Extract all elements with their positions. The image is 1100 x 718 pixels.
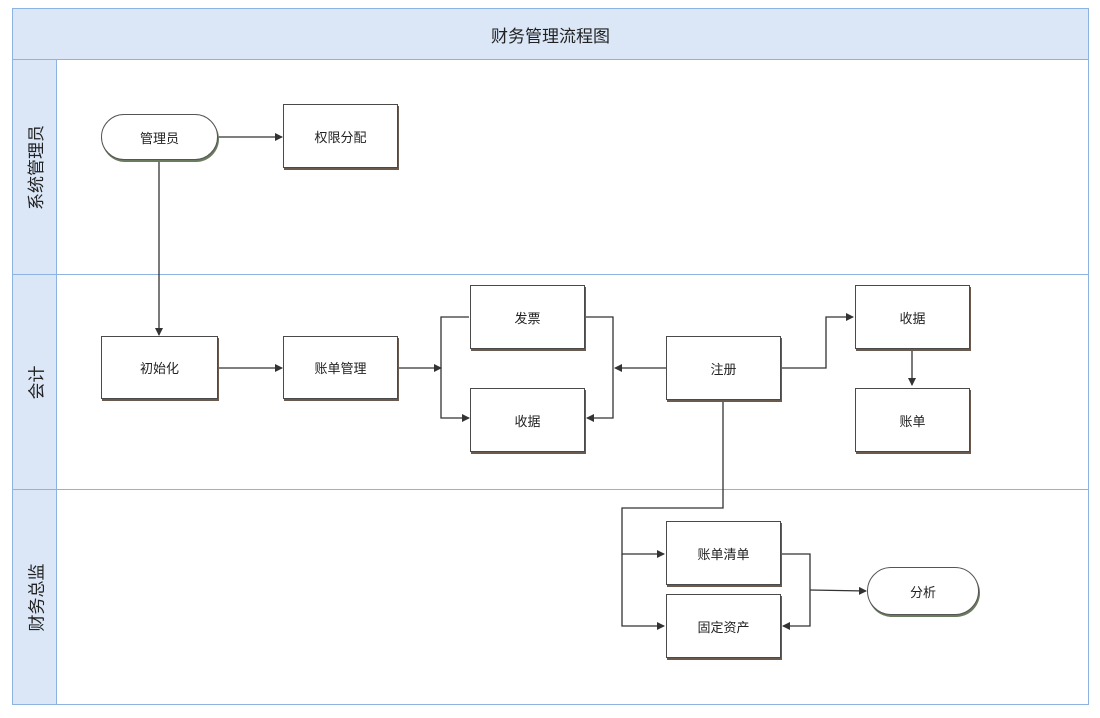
node-register-label: 注册: [710, 362, 737, 378]
node-init-label: 初始化: [139, 362, 179, 377]
edge-invoice-merge: [585, 316, 614, 422]
node-bill-list[interactable]: 账单清单: [666, 521, 781, 585]
node-permission-label: 权限分配: [314, 130, 367, 146]
node-bill-list-label: 账单清单: [697, 547, 750, 563]
lane-separator: [12, 489, 1089, 490]
node-receipt-right[interactable]: 收据: [855, 285, 970, 349]
diagram-title-text: 财务管理流程图: [491, 26, 610, 47]
lane-header-accountant: 会计: [12, 274, 57, 490]
edge-register-receipt: [781, 313, 854, 369]
diagram-title: 财务管理流程图: [12, 8, 1089, 60]
edge-merge-analysis: [809, 586, 867, 595]
node-bill[interactable]: 账单: [855, 388, 970, 452]
node-init[interactable]: 初始化: [101, 336, 218, 399]
node-receipt-right-label: 收据: [899, 311, 926, 327]
node-fixed-assets[interactable]: 固定资产: [666, 594, 781, 658]
lane-header-cfo: 财务总监: [12, 489, 57, 705]
edge-register-cfo: [621, 400, 724, 558]
edge-branch-receipt: [440, 368, 470, 422]
lane-separator: [12, 274, 1089, 275]
node-admin[interactable]: 管理员: [101, 114, 218, 160]
node-register[interactable]: 注册: [666, 336, 781, 400]
node-analysis[interactable]: 分析: [867, 567, 979, 615]
node-invoice-label: 发票: [514, 311, 541, 327]
edge-split-fixedassets: [621, 554, 665, 630]
edge-billlist-merge: [781, 553, 811, 630]
node-admin-label: 管理员: [139, 131, 179, 147]
edge-branch-invoice: [440, 316, 469, 368]
node-bill-label: 账单: [899, 414, 926, 430]
node-fixed-assets-label: 固定资产: [697, 620, 750, 636]
node-bill-manage-label: 账单管理: [314, 362, 367, 377]
node-bill-manage[interactable]: 账单管理: [283, 336, 398, 399]
node-receipt-left-label: 收据: [514, 414, 541, 430]
node-invoice[interactable]: 发票: [470, 285, 585, 349]
node-permission[interactable]: 权限分配: [283, 104, 398, 168]
node-receipt-left[interactable]: 收据: [470, 388, 585, 452]
node-analysis-label: 分析: [909, 585, 936, 601]
